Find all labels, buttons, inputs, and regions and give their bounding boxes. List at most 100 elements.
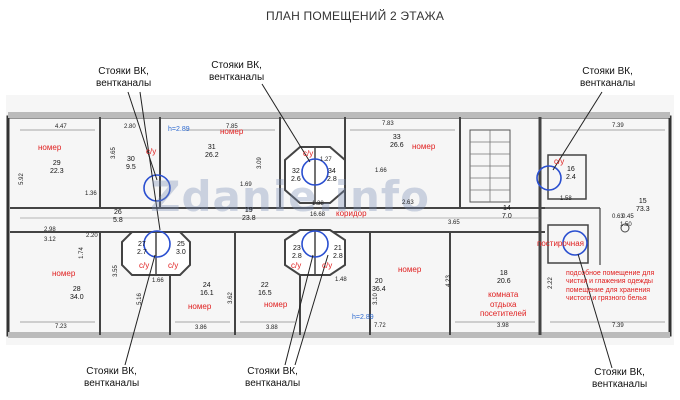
callout-line2: вентканалы <box>592 378 648 390</box>
room-label-nomer: номер <box>398 265 422 274</box>
room-area: 34.0 <box>70 293 84 301</box>
room-label-nomer: номер <box>38 143 62 152</box>
dim-label: 7.39 <box>612 323 624 329</box>
dim-label: 1.58 <box>560 196 572 202</box>
dim-label: 3.98 <box>497 323 509 329</box>
dim-label: 4.23 <box>445 275 452 287</box>
dim-label: 0.63 <box>612 214 624 220</box>
dim-label: 1.69 <box>240 182 252 188</box>
height-label: h=2.89 <box>352 314 374 321</box>
dim-label: 2.98 <box>44 227 56 233</box>
room-number: 14 <box>502 205 511 212</box>
dim-label: 1.50 <box>620 222 632 228</box>
callout-line2: вентканалы <box>96 77 152 89</box>
room-area: 26.2 <box>205 151 219 159</box>
dim-label: 2.63 <box>402 200 414 206</box>
riser-marker <box>143 230 171 258</box>
riser-marker <box>562 230 588 256</box>
room-number: 21 <box>333 245 342 252</box>
room-label-su: с/у <box>139 261 150 270</box>
dim-label: 3.55 <box>112 265 119 277</box>
room-area: 20.6 <box>497 277 511 285</box>
riser-marker <box>143 174 171 202</box>
room-number: 22 <box>260 282 269 289</box>
room-label-nomer: номер <box>220 127 244 136</box>
dim-label: 3.65 <box>110 147 117 159</box>
leader-line <box>127 91 158 181</box>
dim-label: 1.74 <box>78 247 85 259</box>
height-label: h=2.89 <box>168 126 190 133</box>
room-number: 32 <box>291 168 300 175</box>
dim-label: 3.09 <box>256 157 263 169</box>
callout-bottom-left: Стояки ВК,вентканалы <box>84 366 139 389</box>
komnata-line2: отдыха <box>490 299 517 309</box>
dim-label: 7.72 <box>374 323 386 329</box>
callout-line1: Стояки ВК, <box>211 60 262 71</box>
komnata-line3: посетителей <box>480 309 527 319</box>
dim-label: 3.10 <box>372 293 379 305</box>
dim-label: 5.92 <box>18 173 25 185</box>
komnata-line1: комната <box>488 290 519 299</box>
callout-top-left: Стояки ВК,вентканалы <box>96 66 151 89</box>
callout-line1: Стояки ВК, <box>247 366 298 377</box>
podsob-line1: подсобное помещение для <box>566 270 655 277</box>
dim-label: 1.27 <box>320 157 332 163</box>
riser-marker <box>301 158 329 186</box>
room-area: 2.8 <box>333 252 343 260</box>
page-title: ПЛАН ПОМЕЩЕНИЙ 2 ЭТАЖА <box>266 9 445 23</box>
leader-line <box>577 253 613 369</box>
dim-label: 7.85 <box>226 124 238 130</box>
dim-label: 7.39 <box>612 123 624 129</box>
callout-line2: вентканалы <box>209 71 265 83</box>
room-label-posterochnaya: постирочная <box>537 239 585 248</box>
callout-line1: Стояки ВК, <box>594 367 645 378</box>
callout-line2: вентканалы <box>245 377 301 389</box>
room-area: 23.8 <box>242 214 256 222</box>
room-area: 36.4 <box>372 285 386 293</box>
leader-line <box>261 83 311 163</box>
room-area: 16.5 <box>258 289 272 297</box>
wall-band-bottom <box>8 332 670 338</box>
callout-line2: вентканалы <box>580 77 636 89</box>
room-label-su: с/у <box>168 261 179 270</box>
room-area: 2.6 <box>291 175 301 183</box>
su-right-top <box>547 154 587 200</box>
callout-bottom-center: Стояки ВК,вентканалы <box>245 366 300 389</box>
room-number: 24 <box>202 282 211 289</box>
room-label-su: с/у <box>322 261 333 270</box>
podsob-line3: помещение для хранения <box>566 286 651 294</box>
dim-label: 3.62 <box>227 292 234 304</box>
room-number: 26 <box>113 209 122 216</box>
callout-top-right: Стояки ВК,вентканалы <box>580 66 635 89</box>
watermark: Zdanie.info <box>150 172 431 221</box>
plan-background <box>6 95 674 345</box>
room-area: 9.5 <box>126 163 136 171</box>
leader-line <box>124 254 156 366</box>
leader-line <box>284 254 314 366</box>
riser-marker <box>301 230 329 258</box>
dim-label: 2.80 <box>124 124 136 130</box>
dim-label: 3.65 <box>448 220 460 226</box>
dim-label: 1.66 <box>375 168 387 174</box>
room-area: 7.0 <box>502 212 512 220</box>
room-number: 20 <box>374 278 383 285</box>
podsob-line4: чистого и грязного белья <box>566 295 647 303</box>
dim-label: 3.12 <box>44 237 56 243</box>
room-number: 23 <box>292 245 301 252</box>
room-number: 28 <box>72 286 81 293</box>
dim-label: 7.83 <box>382 121 394 127</box>
room-label-su: с/у <box>303 149 314 158</box>
dim-label: 4.47 <box>55 124 67 130</box>
room-label-su: с/у <box>146 147 157 156</box>
